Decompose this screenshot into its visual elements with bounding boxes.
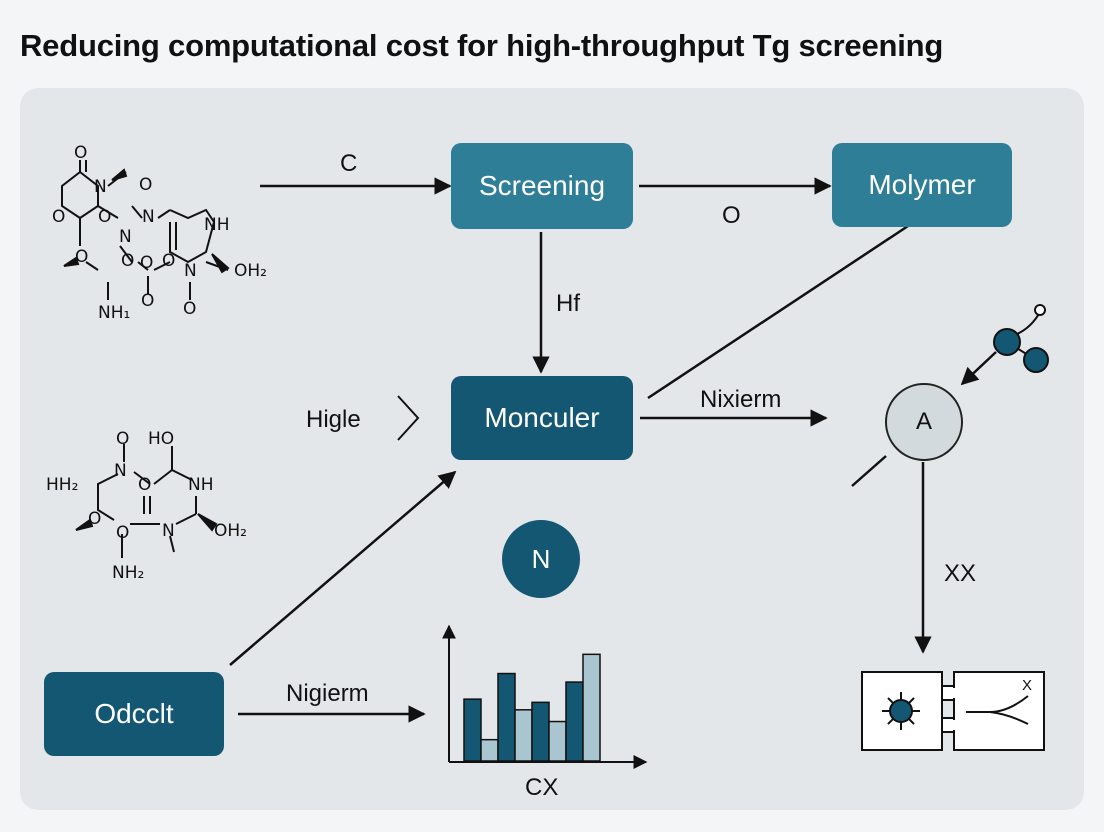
svg-text:O: O (140, 253, 153, 273)
molecule-structure-2 (75, 444, 218, 558)
svg-text:O: O (138, 475, 151, 495)
svg-text:O: O (75, 247, 88, 267)
svg-text:O: O (88, 509, 101, 529)
svg-text:N: N (184, 261, 197, 281)
bar-3-series-1 (531, 701, 550, 762)
svg-text:HH₂: HH₂ (46, 475, 78, 495)
bar-2-series-2 (514, 709, 533, 762)
bar-1-series-2 (480, 738, 499, 762)
svg-text:O: O (98, 207, 111, 227)
molymer-node[interactable]: Molymer (832, 143, 1012, 227)
svg-text:N: N (142, 207, 155, 227)
svg-text:O: O (141, 291, 154, 311)
arrow-odcclt-monculer (229, 470, 457, 666)
label-hf: Hf (556, 290, 580, 317)
monculer-node[interactable]: Monculer (451, 376, 633, 460)
a-circle-node[interactable]: A (885, 383, 963, 461)
svg-text:OH₂: OH₂ (234, 261, 267, 281)
label-c: C (340, 150, 358, 177)
n-circle-node[interactable]: N (502, 520, 580, 598)
label-higle: Higle (306, 406, 361, 433)
svg-text:O: O (162, 251, 175, 271)
sun-icon (882, 692, 920, 730)
bar-4-series-2 (582, 653, 601, 762)
svg-text:O: O (116, 429, 129, 449)
svg-text:O: O (52, 207, 65, 227)
bar-2-series-1 (497, 672, 516, 762)
svg-text:OH₂: OH₂ (214, 521, 247, 541)
svg-text:N: N (162, 521, 175, 541)
molecule-labels-2: O HO HH₂ N O NH O O N OH₂ NH₂ (46, 429, 247, 583)
molecule-labels-1: O N O O N O N NH O O O O N OH₂ NH₁ O O (52, 143, 267, 323)
bar-3-series-2 (548, 720, 567, 762)
svg-text:NH: NH (188, 475, 214, 495)
svg-text:O: O (139, 175, 152, 195)
screening-node[interactable]: Screening (451, 143, 633, 229)
svg-text:O: O (74, 143, 87, 163)
svg-text:HO: HO (148, 429, 174, 449)
svg-text:N: N (94, 177, 107, 197)
molecule-structure-1 (61, 160, 230, 300)
svg-text:NH₁: NH₁ (98, 303, 130, 323)
odcclt-node[interactable]: Odcclt (44, 672, 224, 756)
label-nixierm: Nixierm (700, 386, 782, 413)
svg-text:O: O (116, 523, 129, 543)
bar-4-series-1 (565, 681, 584, 762)
svg-text:N: N (114, 461, 127, 481)
chart-x-label: CX (525, 774, 559, 801)
molecule-icon (960, 304, 1049, 386)
curve-icon (966, 695, 1029, 725)
schematic-x-label: X (1022, 677, 1032, 694)
svg-text:NH₂: NH₂ (112, 563, 144, 583)
label-xx: XX (944, 560, 977, 587)
svg-text:N: N (119, 227, 132, 247)
line-molymer-monculer (647, 224, 909, 400)
label-o: O (722, 202, 741, 229)
bar-1-series-1 (463, 698, 482, 762)
svg-text:NH: NH (204, 215, 230, 235)
schematic-box: X (861, 671, 1045, 751)
line-a-left (851, 455, 887, 487)
page-title: Reducing computational cost for high-thr… (20, 28, 944, 63)
svg-text:O: O (183, 299, 196, 319)
label-nigierm: Nigierm (286, 680, 369, 707)
bar-chart (442, 624, 648, 769)
svg-text:O: O (121, 251, 134, 271)
chevron-higle (397, 395, 420, 441)
